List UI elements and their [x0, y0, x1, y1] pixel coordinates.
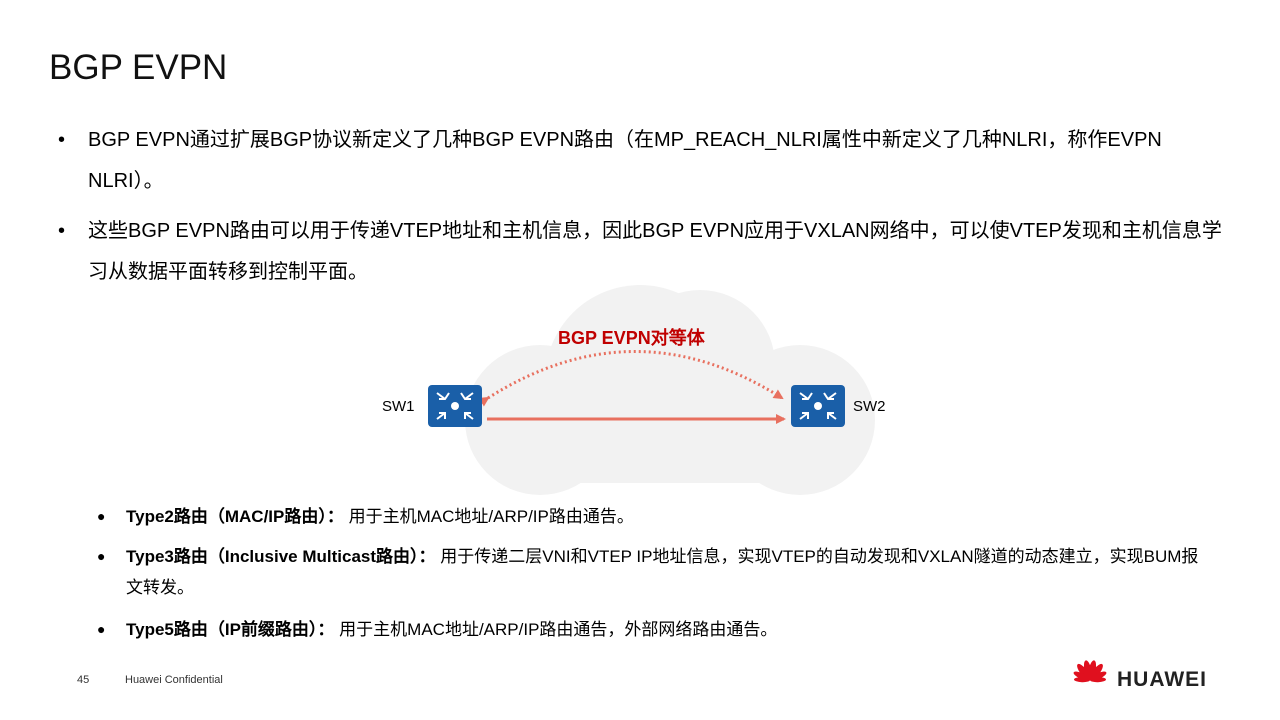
route-name: Type3路由（Inclusive Multicast路由）：: [126, 547, 436, 566]
peer-dotted-arc: [478, 350, 784, 407]
bullet-2: • 这些BGP EVPN路由可以用于传递VTEP地址和主机信息，因此BGP EV…: [58, 211, 1238, 293]
route-type-5: ● Type5路由（IP前缀路由）： 用于主机MAC地址/ARP/IP路由通告，…: [97, 614, 1207, 645]
route-type-2: ● Type2路由（MAC/IP路由）： 用于主机MAC地址/ARP/IP路由通…: [97, 501, 1207, 532]
confidential-label: Huawei Confidential: [125, 674, 223, 686]
route-type-3: ● Type3路由（Inclusive Multicast路由）： 用于传递二层…: [97, 541, 1207, 603]
bullet-dot: •: [58, 220, 66, 242]
huawei-logo-icon: [1073, 660, 1107, 683]
route-desc: 用于传递二层VNI和VTEP IP地址信息，实现VTEP的自动发现和VXLAN隧…: [126, 547, 1199, 597]
bullet-dot: •: [58, 129, 66, 151]
huawei-logo-text: HUAWEI: [1117, 668, 1207, 691]
bullet-1: • BGP EVPN通过扩展BGP协议新定义了几种BGP EVPN路由（在MP_…: [58, 120, 1238, 202]
slide-title: BGP EVPN: [49, 48, 228, 87]
sw1-label: SW1: [382, 398, 415, 415]
route-desc: 用于主机MAC地址/ARP/IP路由通告。: [348, 507, 634, 526]
switch-icon-sw2: [791, 385, 845, 427]
route-desc: 用于主机MAC地址/ARP/IP路由通告，外部网络路由通告。: [339, 620, 778, 639]
peer-label: BGP EVPN对等体: [558, 328, 705, 348]
route-name: Type2路由（MAC/IP路由）：: [126, 507, 344, 526]
bullet-dot: ●: [97, 508, 106, 524]
page-number: 45: [77, 674, 90, 686]
route-name: Type5路由（IP前缀路由）：: [126, 620, 335, 639]
bullet-dot: ●: [97, 548, 106, 564]
switch-icon-sw1: [428, 385, 482, 427]
sw2-label: SW2: [853, 398, 886, 415]
bullet-dot: ●: [97, 621, 106, 637]
